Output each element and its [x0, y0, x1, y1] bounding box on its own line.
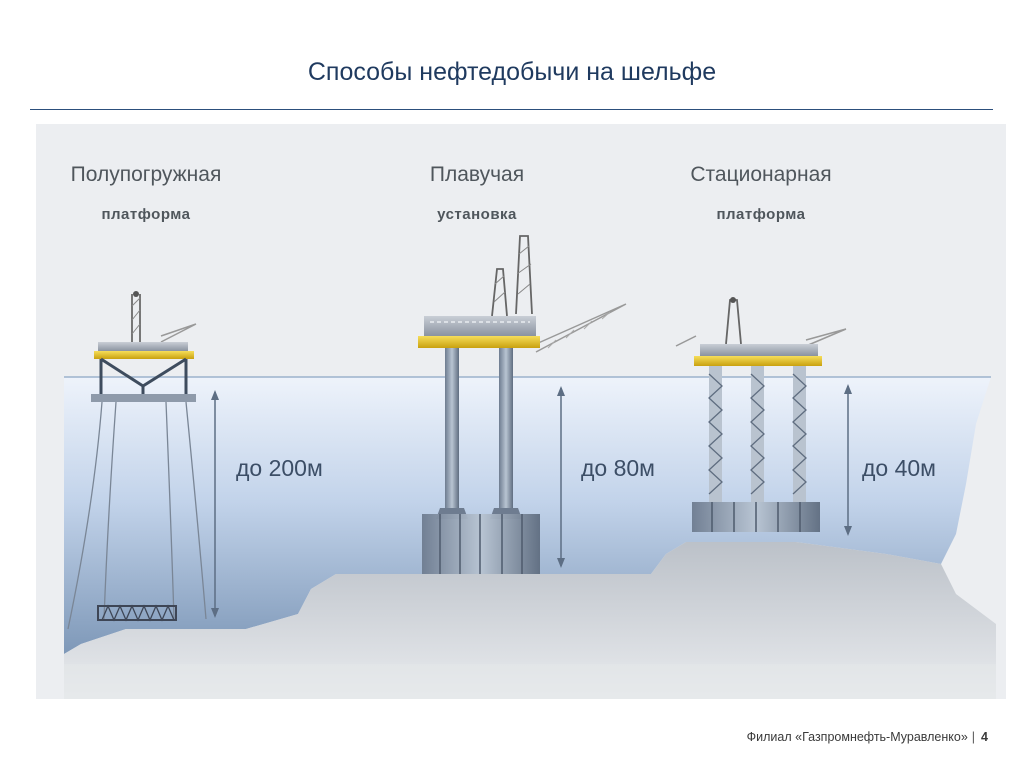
platform-1-name-line1: Полупогружная — [71, 163, 222, 186]
semi-submersible-platform: Полупогружная платформа — [67, 163, 222, 630]
footer-separator: | — [971, 730, 976, 744]
page-number: 4 — [981, 730, 988, 744]
platform-3-name-line1: Стационарная — [690, 163, 831, 186]
title-divider — [30, 109, 993, 110]
depth-indicator-1: до 200м — [211, 390, 323, 618]
depth-label-1: до 200м — [236, 455, 323, 481]
slide-footer: Филиал «Газпромнефть-Муравленко»| 4 — [747, 730, 988, 744]
platform-2-name-line2: установка — [437, 206, 517, 223]
footer-company: Филиал «Газпромнефть-Муравленко» — [746, 730, 968, 744]
offshore-platforms-diagram: Полупогружная платформа — [36, 124, 1006, 699]
depth-indicator-2: до 80м — [557, 386, 655, 568]
seabed — [64, 542, 996, 699]
floating-platform: Плавучая установка — [418, 163, 627, 574]
seabed-lower — [64, 664, 996, 699]
depth-label-2: до 80м — [581, 455, 655, 481]
platform-1-name-line2: платформа — [101, 206, 190, 223]
stationary-platform: Стационарная платформа — [675, 163, 847, 532]
depth-indicator-3: до 40м — [844, 384, 936, 536]
slide-title: Способы нефтедобычи на шельфе — [307, 58, 717, 86]
platform-2-name-line1: Плавучая — [430, 163, 524, 186]
platform-3-name-line2: платформа — [716, 206, 805, 223]
depth-label-3: до 40м — [862, 455, 936, 481]
